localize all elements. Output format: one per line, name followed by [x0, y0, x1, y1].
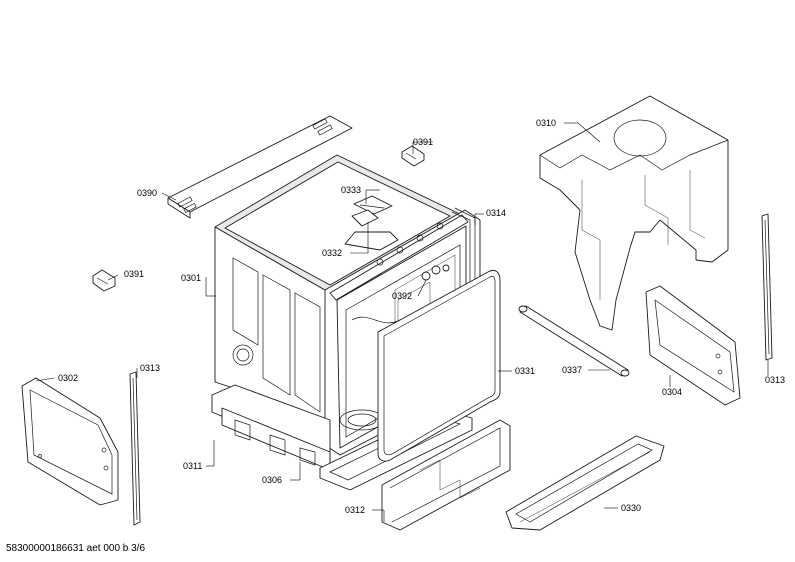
label-0302[interactable]: 0302 — [58, 373, 78, 383]
label-0304[interactable]: 0304 — [662, 387, 682, 397]
label-0391-left[interactable]: 0391 — [124, 269, 144, 279]
part-0337-rod[interactable] — [518, 305, 630, 377]
part-0313-side-strip-right[interactable] — [761, 213, 773, 361]
document-id-footer: 58300000186631 aet 000 b 3/6 — [6, 543, 146, 554]
part-labels: 0390 0391 0333 0332 0314 0391 0301 0392 … — [58, 118, 785, 515]
label-0312[interactable]: 0312 — [345, 505, 365, 515]
label-0332[interactable]: 0332 — [322, 248, 342, 258]
label-0306[interactable]: 0306 — [262, 475, 282, 485]
label-0311[interactable]: 0311 — [183, 461, 202, 471]
part-0313-side-strip-left[interactable] — [129, 371, 141, 526]
label-0330[interactable]: 0330 — [621, 503, 641, 513]
label-0333[interactable]: 0333 — [341, 185, 361, 195]
label-0337[interactable]: 0337 — [562, 365, 582, 375]
part-0390-mounting-rail[interactable] — [167, 115, 353, 219]
label-0331[interactable]: 0331 — [515, 366, 535, 376]
part-0331-bottom-seal[interactable] — [377, 269, 501, 462]
part-0391-bracket-top[interactable] — [401, 145, 425, 167]
label-0313-right[interactable]: 0313 — [765, 375, 785, 385]
part-0332-clip[interactable] — [344, 209, 399, 251]
label-0392[interactable]: 0392 — [392, 291, 412, 301]
part-0310-insulation-cover[interactable] — [539, 95, 729, 331]
label-0314[interactable]: 0314 — [486, 208, 506, 218]
part-0391-bracket-left[interactable] — [92, 269, 116, 292]
label-0310[interactable]: 0310 — [536, 118, 556, 128]
part-0330-bottom-rail[interactable] — [505, 435, 665, 531]
part-0311-base-frame[interactable] — [211, 384, 331, 471]
label-0391-top[interactable]: 0391 — [413, 137, 433, 147]
part-0304-side-panel[interactable] — [645, 285, 741, 406]
label-0301[interactable]: 0301 — [181, 273, 201, 283]
leader-lines — [35, 122, 769, 522]
label-0390[interactable]: 0390 — [137, 188, 157, 198]
label-0313-left[interactable]: 0313 — [140, 363, 160, 373]
part-0302-side-panel[interactable] — [21, 377, 119, 506]
part-0312-plinth[interactable] — [381, 419, 511, 531]
